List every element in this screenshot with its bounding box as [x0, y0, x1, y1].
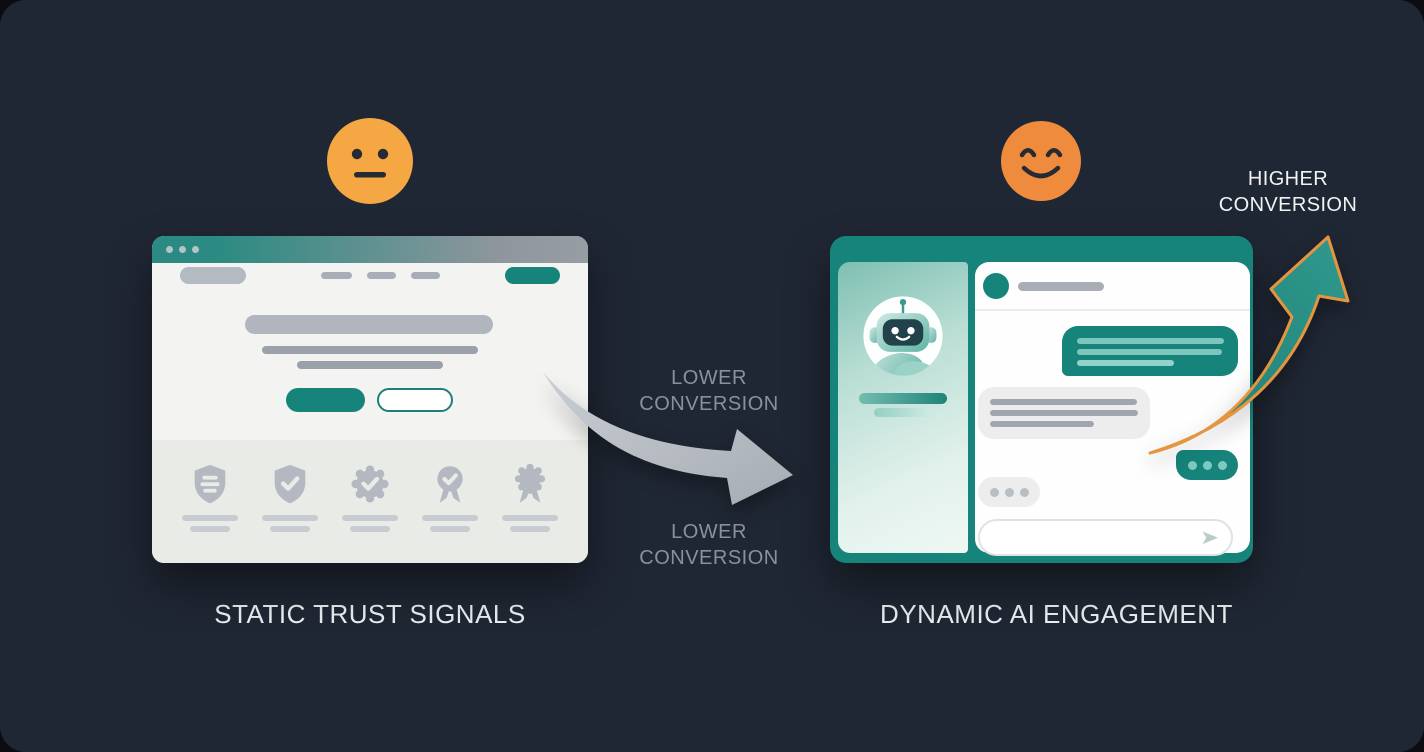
trust-badge: [178, 462, 242, 563]
site-logo-placeholder: [180, 267, 246, 284]
nav-link-placeholder: [321, 272, 352, 279]
trust-badges-row: [152, 440, 588, 563]
badge-label-placeholder: [502, 515, 558, 521]
badge-label-placeholder: [342, 515, 398, 521]
window-dot-icon: [179, 246, 186, 253]
chat-agent-avatar: [983, 273, 1009, 299]
smiling-face-icon: [1001, 121, 1081, 201]
nav-link-placeholder: [367, 272, 396, 279]
message-text-placeholder: [990, 399, 1137, 405]
chat-panel: [975, 262, 1250, 556]
user-typing-indicator: [978, 477, 1040, 507]
sidebar-text-placeholder: [859, 393, 947, 404]
window-dot-icon: [166, 246, 173, 253]
trust-badge: [258, 462, 322, 563]
chat-sidebar: [838, 262, 968, 553]
trust-badge: [418, 462, 482, 563]
hero-secondary-button[interactable]: [377, 388, 453, 412]
rosette-icon: [514, 463, 546, 503]
seal-check-icon: [351, 465, 389, 503]
send-paper-plane-icon[interactable]: [1200, 528, 1220, 548]
curved-down-arrow-icon: [543, 372, 793, 505]
lower-conversion-label-bottom: LOWER CONVERSION: [639, 521, 779, 569]
typing-dot-icon: [1187, 460, 1197, 470]
hero-subtext-placeholder: [297, 361, 443, 369]
badge-label-placeholder: [190, 526, 230, 532]
badge-label-placeholder: [262, 515, 318, 521]
hero-primary-button[interactable]: [286, 388, 365, 412]
right-caption: DYNAMIC AI ENGAGEMENT: [880, 599, 1233, 629]
badge-label-placeholder: [270, 526, 310, 532]
badge-label-placeholder: [422, 515, 478, 521]
shield-icon: [194, 464, 226, 504]
curved-up-arrow-icon: [1148, 235, 1350, 455]
user-message-bubble: [978, 387, 1150, 439]
lower-conversion-label-top: LOWER CONVERSION: [639, 367, 779, 415]
message-text-placeholder: [990, 410, 1138, 416]
ai-chat-window: [830, 236, 1253, 563]
chat-header: [983, 273, 1238, 299]
hero-subtext-placeholder: [262, 346, 478, 354]
message-text-placeholder: [1077, 360, 1174, 366]
badge-label-placeholder: [182, 515, 238, 521]
browser-titlebar: [152, 236, 588, 263]
typing-dot-icon: [989, 487, 999, 497]
neutral-face-icon: [327, 118, 413, 204]
hero-headline-placeholder: [245, 315, 493, 334]
badge-label-placeholder: [350, 526, 390, 532]
message-text-placeholder: [1077, 349, 1222, 355]
medal-check-icon: [437, 466, 463, 503]
typing-dot-icon: [1004, 487, 1014, 497]
badge-label-placeholder: [430, 526, 470, 532]
shield-check-icon: [274, 464, 306, 504]
higher-conversion-label: HIGHER CONVERSION: [1218, 168, 1358, 216]
bot-message-bubble: [1062, 326, 1238, 376]
typing-dot-icon: [1202, 460, 1212, 470]
badge-label-placeholder: [510, 526, 550, 532]
nav-link-placeholder: [411, 272, 440, 279]
sidebar-text-placeholder: [874, 408, 932, 417]
chat-header-divider: [975, 309, 1250, 311]
trust-badge: [498, 462, 562, 563]
message-text-placeholder: [990, 421, 1094, 427]
chat-input-field[interactable]: [978, 519, 1233, 556]
typing-dot-icon: [1217, 460, 1227, 470]
bot-typing-indicator: [1176, 450, 1238, 480]
robot-avatar-icon: [863, 296, 943, 376]
window-dot-icon: [192, 246, 199, 253]
static-website-window: [152, 236, 588, 563]
chat-agent-name-placeholder: [1018, 281, 1104, 291]
trust-badge: [338, 462, 402, 563]
typing-dot-icon: [1019, 487, 1029, 497]
header-cta-button[interactable]: [505, 267, 560, 284]
message-text-placeholder: [1077, 338, 1224, 344]
left-caption: STATIC TRUST SIGNALS: [214, 599, 526, 629]
